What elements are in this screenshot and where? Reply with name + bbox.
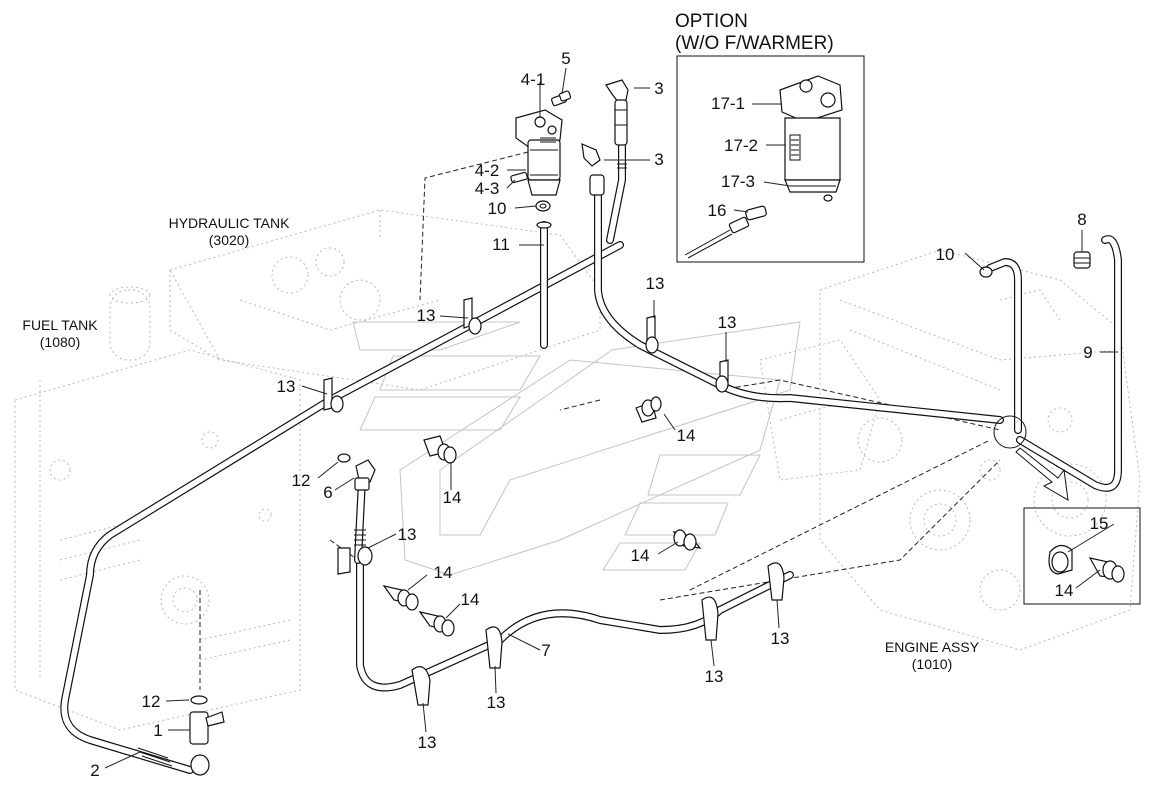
clamp-13	[485, 626, 503, 669]
callout-label: 13	[771, 629, 790, 648]
callout-label: 6	[323, 483, 332, 502]
callout-labels: 5 4-1 3 3 4-2 4-3 10 11 17-1 17-2 17-3 1…	[90, 49, 1108, 780]
option-frame: OPTION (W/O F/WARMER)	[675, 11, 865, 263]
nipple-5	[551, 90, 572, 107]
bolt-14	[672, 529, 702, 551]
clamp-13	[767, 562, 785, 601]
pipe-upper-3-hose	[606, 141, 627, 244]
callout-label: 1	[153, 721, 162, 740]
callout-label: 14	[461, 590, 480, 609]
callout-label: 8	[1077, 210, 1086, 229]
callout-label: 12	[142, 692, 161, 711]
drain-4-3	[510, 171, 528, 184]
callout-label: 14	[443, 488, 462, 507]
component-captions: HYDRAULIC TANK (3020) FUEL TANK (1080) E…	[22, 215, 979, 672]
hydraulic-tank-caption: HYDRAULIC TANK	[169, 215, 291, 231]
option-title: OPTION	[675, 11, 748, 32]
callout-label: 13	[718, 313, 737, 332]
o-ring-12	[190, 695, 208, 705]
fuel-filter-4	[515, 109, 563, 196]
callout-label: 17-1	[711, 94, 745, 113]
clamp-13	[411, 666, 431, 706]
callout-label: 14	[677, 426, 696, 445]
fuel-tank-code: (1080)	[40, 334, 80, 350]
hose-10	[986, 258, 1022, 434]
pipe-6-hose	[354, 476, 366, 564]
elbow-3-lower	[581, 143, 605, 196]
callout-label: 10	[936, 245, 955, 264]
bolt-14	[423, 435, 457, 464]
callout-label: 13	[487, 693, 506, 712]
callout-label: 13	[277, 377, 296, 396]
hydraulic-tank-outline	[169, 209, 601, 391]
clamp-13	[337, 546, 373, 575]
option-subtitle: (W/O F/WARMER)	[675, 33, 834, 54]
clamp-13	[701, 596, 719, 641]
engine-assy-code: (1010)	[912, 656, 952, 672]
fuel-hose-2	[60, 316, 484, 774]
elbow-6	[354, 459, 376, 491]
callout-label: 11	[492, 235, 510, 254]
engine-outline	[759, 249, 1141, 651]
engine-assy-caption: ENGINE ASSY	[885, 639, 980, 655]
callout-label: 13	[646, 274, 665, 293]
o-ring-12	[337, 453, 351, 463]
callout-label: 13	[705, 667, 724, 686]
elbow-3-upper	[605, 79, 629, 146]
bolt-14	[1088, 557, 1125, 583]
callout-label: 10	[488, 199, 507, 218]
sensor-16	[684, 205, 767, 259]
callout-label: 4-3	[475, 179, 500, 198]
detail-inset	[993, 415, 1141, 605]
callout-label: 3	[654, 79, 663, 98]
o-ring-10	[535, 200, 551, 212]
bolt-14	[382, 585, 419, 611]
bolt-14	[418, 611, 455, 637]
callout-label: 13	[417, 306, 436, 325]
callout-label: 2	[90, 761, 99, 780]
callout-label: 12	[292, 471, 311, 490]
callout-label: 7	[541, 641, 550, 660]
fuel-tank-caption: FUEL TANK	[22, 317, 98, 333]
clamp-13	[463, 297, 482, 335]
callout-label: 4-1	[521, 70, 546, 89]
callout-label: 3	[654, 150, 663, 169]
clamp-13	[323, 377, 344, 413]
callout-leader-lines	[104, 67, 1118, 769]
clamp-13	[645, 315, 659, 354]
connector-8	[1073, 251, 1091, 269]
callout-label: 13	[398, 525, 417, 544]
callout-label: 14	[434, 563, 453, 582]
pipe-3-to-engine	[594, 191, 1004, 424]
routing-guide-panels	[352, 321, 801, 576]
clamp-13	[715, 359, 729, 393]
callout-label: 17-3	[721, 172, 755, 191]
callout-label: 5	[561, 49, 570, 68]
hydraulic-tank-code: (3020)	[209, 232, 249, 248]
pipe-7	[356, 556, 794, 692]
callout-label: 13	[418, 733, 437, 752]
callout-label: 14	[1055, 581, 1074, 600]
fuel-filter-17	[779, 75, 843, 202]
bolt-14	[635, 396, 662, 423]
callout-label: 17-2	[724, 136, 758, 155]
callout-label: 4-2	[475, 161, 500, 180]
callout-label: 14	[631, 546, 650, 565]
callout-label: 15	[1090, 514, 1109, 533]
hose-9	[1016, 235, 1122, 492]
callout-label: 16	[708, 201, 727, 220]
valve-1	[189, 711, 225, 776]
callout-label: 9	[1083, 343, 1092, 362]
